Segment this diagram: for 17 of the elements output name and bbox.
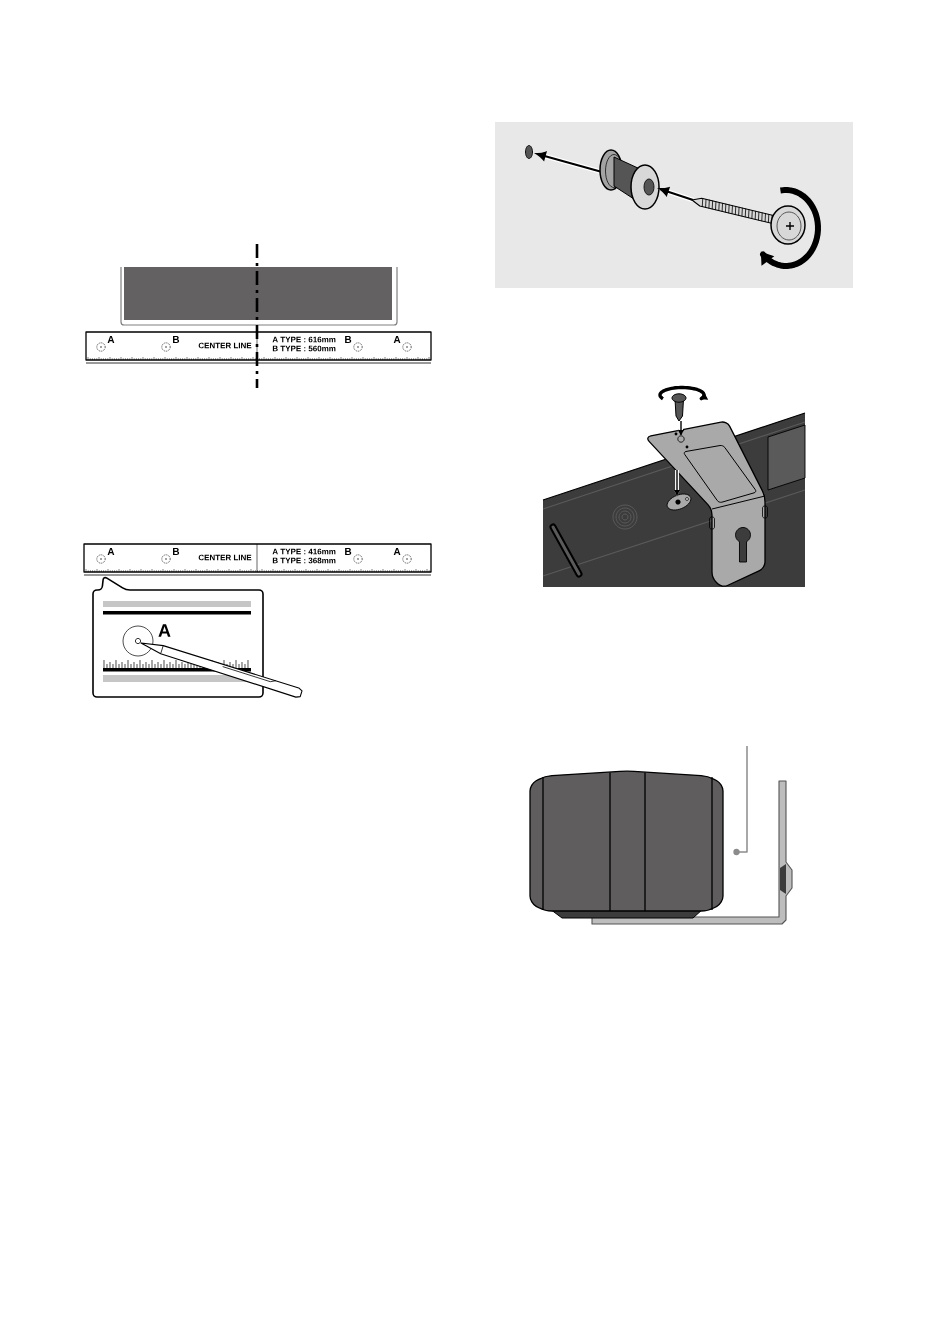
template-letter: B — [173, 336, 180, 343]
template-letter: A — [393, 548, 401, 555]
leader-line — [733, 745, 748, 856]
template-letter: B — [345, 548, 352, 555]
template-letter: B — [173, 548, 180, 555]
speaker — [529, 770, 724, 919]
template-text: CENTER LINE — [198, 554, 252, 561]
template-text: CENTER LINE — [198, 342, 252, 349]
callout-letter: A — [158, 624, 171, 637]
template-text: A TYPE : 416mm — [272, 548, 336, 555]
template-letter: A — [107, 336, 115, 343]
template-text: A TYPE : 616mm — [272, 336, 336, 343]
template-text: B TYPE : 560mm — [272, 345, 336, 352]
template-text: B TYPE : 368mm — [272, 557, 336, 564]
template-letter: A — [107, 548, 115, 555]
template-letter: B — [345, 336, 352, 343]
template-letter: A — [393, 336, 401, 343]
